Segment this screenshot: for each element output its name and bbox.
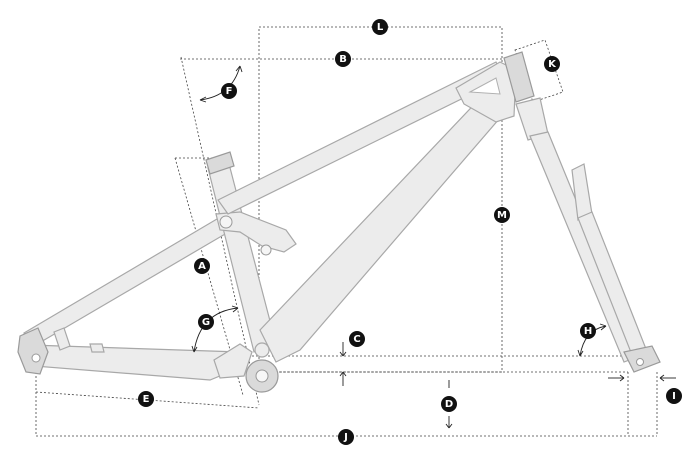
front-axle xyxy=(636,358,644,366)
marker-d-label: D xyxy=(445,399,453,410)
marker-i: I xyxy=(666,388,682,404)
marker-d: D xyxy=(441,396,457,412)
rear-dropout xyxy=(17,327,49,375)
marker-b-circle xyxy=(335,51,351,67)
dimension-lines xyxy=(35,26,658,437)
gusset-window xyxy=(468,77,501,95)
dim-seat-angle-line-1 xyxy=(180,56,260,406)
marker-l-circle xyxy=(372,19,388,35)
marker-c-label: C xyxy=(353,334,360,345)
marker-g-circle xyxy=(198,314,214,330)
bike-frame xyxy=(17,51,661,393)
marker-g: G xyxy=(198,314,214,330)
dim-chainstay xyxy=(35,391,260,409)
marker-j: J xyxy=(338,429,354,445)
marker-i-label: I xyxy=(672,391,676,402)
marker-c-circle xyxy=(349,331,365,347)
marker-k-circle xyxy=(544,56,560,72)
marker-e: E xyxy=(138,391,154,407)
marker-e-label: E xyxy=(143,394,150,405)
marker-a-label: A xyxy=(198,261,206,272)
marker-a: A xyxy=(194,258,210,274)
marker-h: H xyxy=(580,323,596,339)
marker-m-label: M xyxy=(497,210,507,221)
arrow-g xyxy=(193,307,239,353)
marker-j-circle xyxy=(338,429,354,445)
rear-axle xyxy=(31,353,41,363)
marker-g-label: G xyxy=(202,317,210,328)
marker-e-circle xyxy=(138,391,154,407)
seat-collar xyxy=(205,151,235,175)
chain-stay xyxy=(29,344,245,381)
rocker-link xyxy=(215,211,297,253)
marker-i-circle xyxy=(666,388,682,404)
marker-k: K xyxy=(544,56,560,72)
marker-b-label: B xyxy=(339,54,347,65)
marker-h-circle xyxy=(580,323,596,339)
marker-f-label: F xyxy=(226,86,233,97)
dim-reach-box xyxy=(258,26,503,373)
head-tube xyxy=(503,51,535,103)
marker-f: F xyxy=(221,83,237,99)
marker-a-circle xyxy=(194,258,210,274)
stay-clip xyxy=(89,343,105,353)
marker-l-label: L xyxy=(377,22,384,33)
marker-b: B xyxy=(335,51,351,67)
marker-f-circle xyxy=(221,83,237,99)
marker-h-label: H xyxy=(584,326,592,337)
main-pivot xyxy=(254,342,270,358)
marker-k-label: K xyxy=(548,59,557,70)
marker-d-circle xyxy=(441,396,457,412)
brake-mount xyxy=(53,327,71,351)
marker-c: C xyxy=(349,331,365,347)
shock-mount xyxy=(260,244,272,256)
marker-l: L xyxy=(372,19,388,35)
rocker-pivot xyxy=(219,215,233,229)
marker-j-label: J xyxy=(343,432,348,443)
down-tube xyxy=(259,91,513,363)
marker-m-circle xyxy=(494,207,510,223)
lower-link xyxy=(213,343,253,379)
marker-m: M xyxy=(494,207,510,223)
bb-center xyxy=(255,369,269,383)
